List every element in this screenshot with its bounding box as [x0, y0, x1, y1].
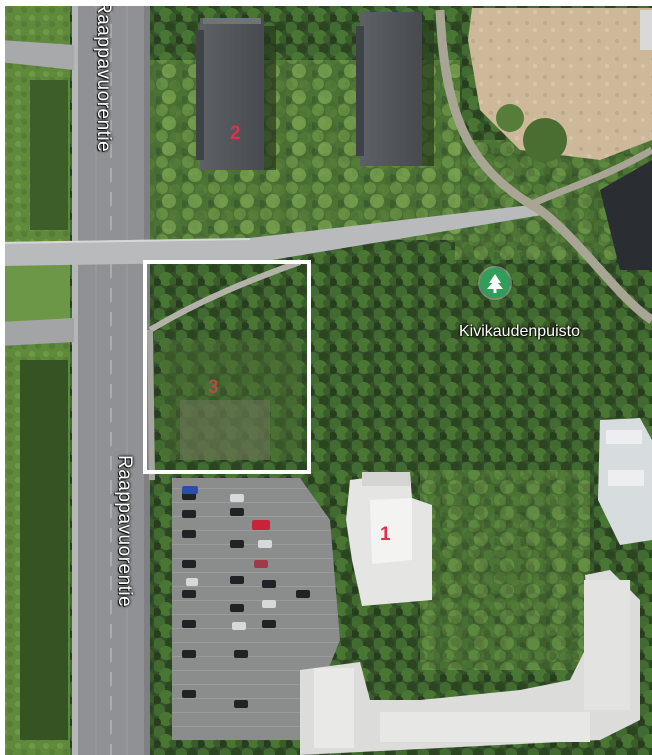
park-tree-icon[interactable] — [480, 268, 510, 298]
highlight-box-area-3 — [143, 260, 311, 474]
marker-3: 3 — [208, 377, 219, 398]
poi-label-kivikaudenpuisto[interactable]: Kivikaudenpuisto — [459, 323, 580, 340]
tree-glyph — [487, 274, 503, 293]
road-label-raappavuorentie-north: Raappavuorentie — [93, 0, 114, 153]
marker-2: 2 — [230, 123, 241, 144]
road-label-raappavuorentie-south: Raappavuorentie — [114, 455, 135, 608]
marker-1: 1 — [380, 524, 391, 545]
